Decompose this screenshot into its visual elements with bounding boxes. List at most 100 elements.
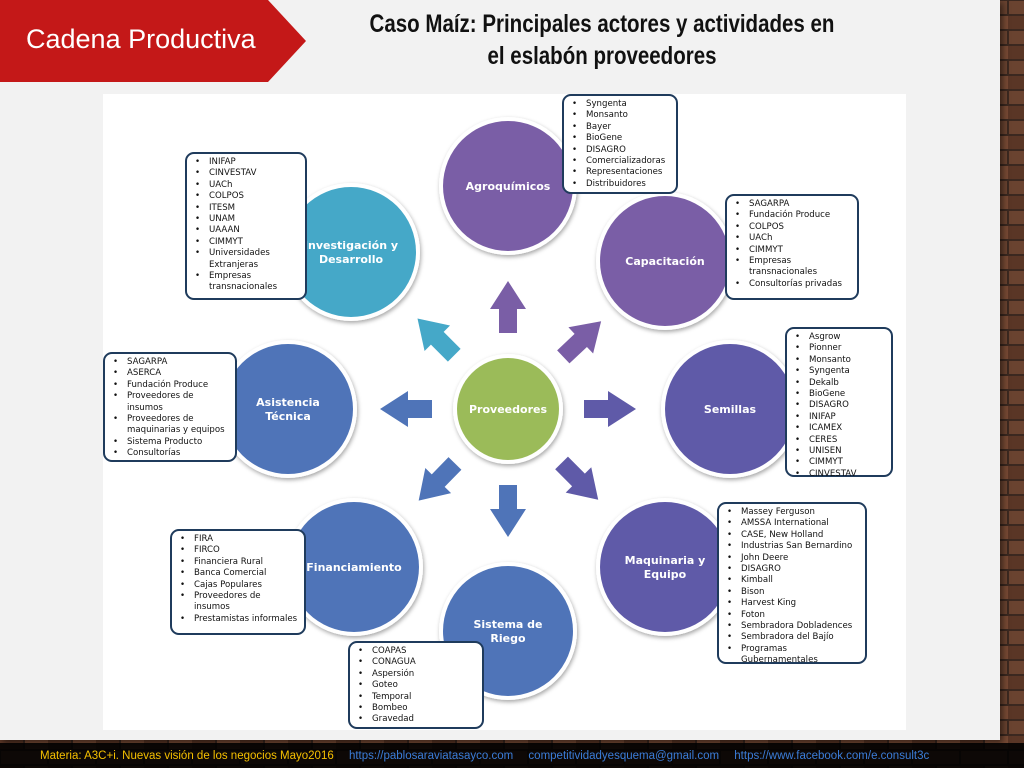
- footer-link-website[interactable]: https://pablosaraviatasayco.com: [348, 750, 514, 762]
- list-box-maquinaria: Massey FergusonAMSSA InternationalCASE, …: [717, 502, 867, 667]
- list-item: SAGARPA: [113, 357, 229, 369]
- list-box-financiamiento: FIRAFIRCOFinanciera RuralBanca Comercial…: [170, 529, 306, 635]
- list-item: Asgrow: [795, 332, 885, 344]
- list-item: Industrias San Bernardino: [727, 541, 859, 553]
- list-item: Fundación Produce: [113, 380, 229, 392]
- list-item: SAGARPA: [735, 199, 851, 211]
- list-item: Bombeo: [358, 703, 476, 715]
- node-investigacion-label-1: Desarrollo: [319, 253, 384, 266]
- list-item: Kimball: [727, 575, 859, 587]
- node-capacitacion: Capacitación: [596, 192, 734, 330]
- list-item: CIMMYT: [735, 245, 851, 257]
- list-item: CIMMYT: [195, 237, 299, 249]
- arrow-to-semillas: [584, 391, 636, 427]
- footer-subject: Materia: A3C+i. Nuevas visión de los neg…: [40, 750, 334, 762]
- list-item: Consultorías privadas: [735, 279, 851, 291]
- list-item: Programas Gubernamentales: [727, 644, 859, 667]
- list-item: Syngenta: [795, 366, 885, 378]
- list-item: BioGene: [572, 133, 670, 145]
- footer-bar: [0, 743, 1024, 768]
- list-item: Foton: [727, 610, 859, 622]
- center-node-label: Proveedores: [469, 403, 547, 416]
- list-item: Fundación Produce: [735, 210, 851, 222]
- list-item: Goteo: [358, 680, 476, 692]
- list-item: UACh: [735, 233, 851, 245]
- slide-title: Caso Maíz: Principales actores y activid…: [364, 8, 840, 72]
- node-financiamiento: Financiamiento: [285, 498, 423, 636]
- list-item: Dekalb: [795, 378, 885, 390]
- list-item: UNISEN: [795, 446, 885, 458]
- list-item: ASERCA: [113, 368, 229, 380]
- list-item: Monsanto: [795, 355, 885, 367]
- list-box-riego: COAPASCONAGUAAspersiónGoteoTemporalBombe…: [348, 641, 484, 729]
- list-item: Harvest King: [727, 598, 859, 610]
- arrow-to-agroquimicos: [490, 281, 526, 333]
- list-item: Proveedores de maquinarias y equipos: [113, 414, 229, 437]
- list-item: Empresas transnacionales: [195, 271, 299, 294]
- list-item: ITESM: [195, 203, 299, 215]
- node-asistencia-label-0: Asistencia: [256, 396, 320, 409]
- section-badge-label: Cadena Productiva: [26, 24, 256, 54]
- list-item: COAPAS: [358, 646, 476, 658]
- footer-link-email[interactable]: competitividadyesquema@gmail.com: [528, 750, 720, 762]
- node-maquinaria-label-0: Maquinaria y: [625, 554, 706, 567]
- list-item: Bayer: [572, 122, 670, 134]
- node-financiamiento-label-0: Financiamiento: [306, 561, 402, 574]
- list-item: Sembradora Dobladences: [727, 621, 859, 633]
- list-item: Temporal: [358, 692, 476, 704]
- diagram-canvas: Proveedores AgroquímicosCapacitaciónSemil…: [219, 117, 799, 700]
- footer-link-facebook[interactable]: https://www.facebook.com/e.consult3c: [734, 750, 930, 762]
- list-item: BioGene: [795, 389, 885, 401]
- list-item: COLPOS: [195, 191, 299, 203]
- list-item: Comercializadoras: [572, 156, 670, 168]
- list-item: AMSSA International: [727, 518, 859, 530]
- node-maquinaria-label-1: Equipo: [644, 568, 687, 581]
- list-item: FIRCO: [180, 545, 298, 557]
- list-item: Sembradora del Bajío: [727, 632, 859, 644]
- section-badge: [0, 0, 306, 82]
- list-item: Aspersión: [358, 669, 476, 681]
- list-item: Prestamistas informales: [180, 614, 298, 626]
- arrow-to-financiamiento: [418, 457, 462, 501]
- list-box-semillas: AsgrowPionnerMonsantoSyngentaDekalbBioGe…: [785, 327, 893, 481]
- list-item: Proveedores de insumos: [113, 391, 229, 414]
- arrow-to-riego: [490, 485, 526, 537]
- list-item: Bison: [727, 587, 859, 599]
- list-box-asistencia: SAGARPAASERCAFundación ProduceProveedore…: [103, 352, 237, 462]
- list-item: John Deere: [727, 553, 859, 565]
- list-item: Universidades Extranjeras: [195, 248, 299, 271]
- list-item: UACh: [195, 180, 299, 192]
- list-item: UAAAN: [195, 225, 299, 237]
- list-item: ICAMEX: [795, 423, 885, 435]
- list-item: Banca Comercial: [180, 568, 298, 580]
- list-item: Massey Ferguson: [727, 507, 859, 519]
- arrow-to-investigacion: [417, 318, 461, 362]
- list-item: Syngenta: [572, 99, 670, 111]
- center-node: Proveedores: [453, 354, 563, 464]
- arrow-to-maquinaria: [555, 456, 599, 500]
- list-item: Representaciones: [572, 167, 670, 179]
- list-box-capacitacion: SAGARPAFundación ProduceCOLPOSUAChCIMMYT…: [725, 194, 859, 300]
- node-capacitacion-label-0: Capacitación: [625, 255, 704, 268]
- list-item: CASE, New Holland: [727, 530, 859, 542]
- slide-title-line-1: Caso Maíz: Principales actores y activid…: [369, 10, 835, 38]
- footer: Materia: A3C+i. Nuevas visión de los neg…: [40, 750, 929, 762]
- list-item: Cajas Populares: [180, 580, 298, 592]
- list-item: DISAGRO: [572, 145, 670, 157]
- list-item: Pionner: [795, 343, 885, 355]
- list-item: Distribuidores: [572, 179, 670, 191]
- node-riego-label-0: Sistema de: [473, 618, 542, 631]
- list-item: DISAGRO: [727, 564, 859, 576]
- list-box-agroquimicos: SyngentaMonsantoBayerBioGeneDISAGROComer…: [562, 94, 678, 194]
- list-item: Consultorías: [113, 448, 229, 460]
- list-item: FIRA: [180, 534, 298, 546]
- node-asistencia-label-1: Técnica: [265, 410, 311, 423]
- node-agroquimicos-label-0: Agroquímicos: [466, 180, 551, 193]
- node-semillas-label-0: Semillas: [704, 403, 757, 416]
- list-item: Monsanto: [572, 110, 670, 122]
- node-agroquimicos: Agroquímicos: [439, 117, 577, 255]
